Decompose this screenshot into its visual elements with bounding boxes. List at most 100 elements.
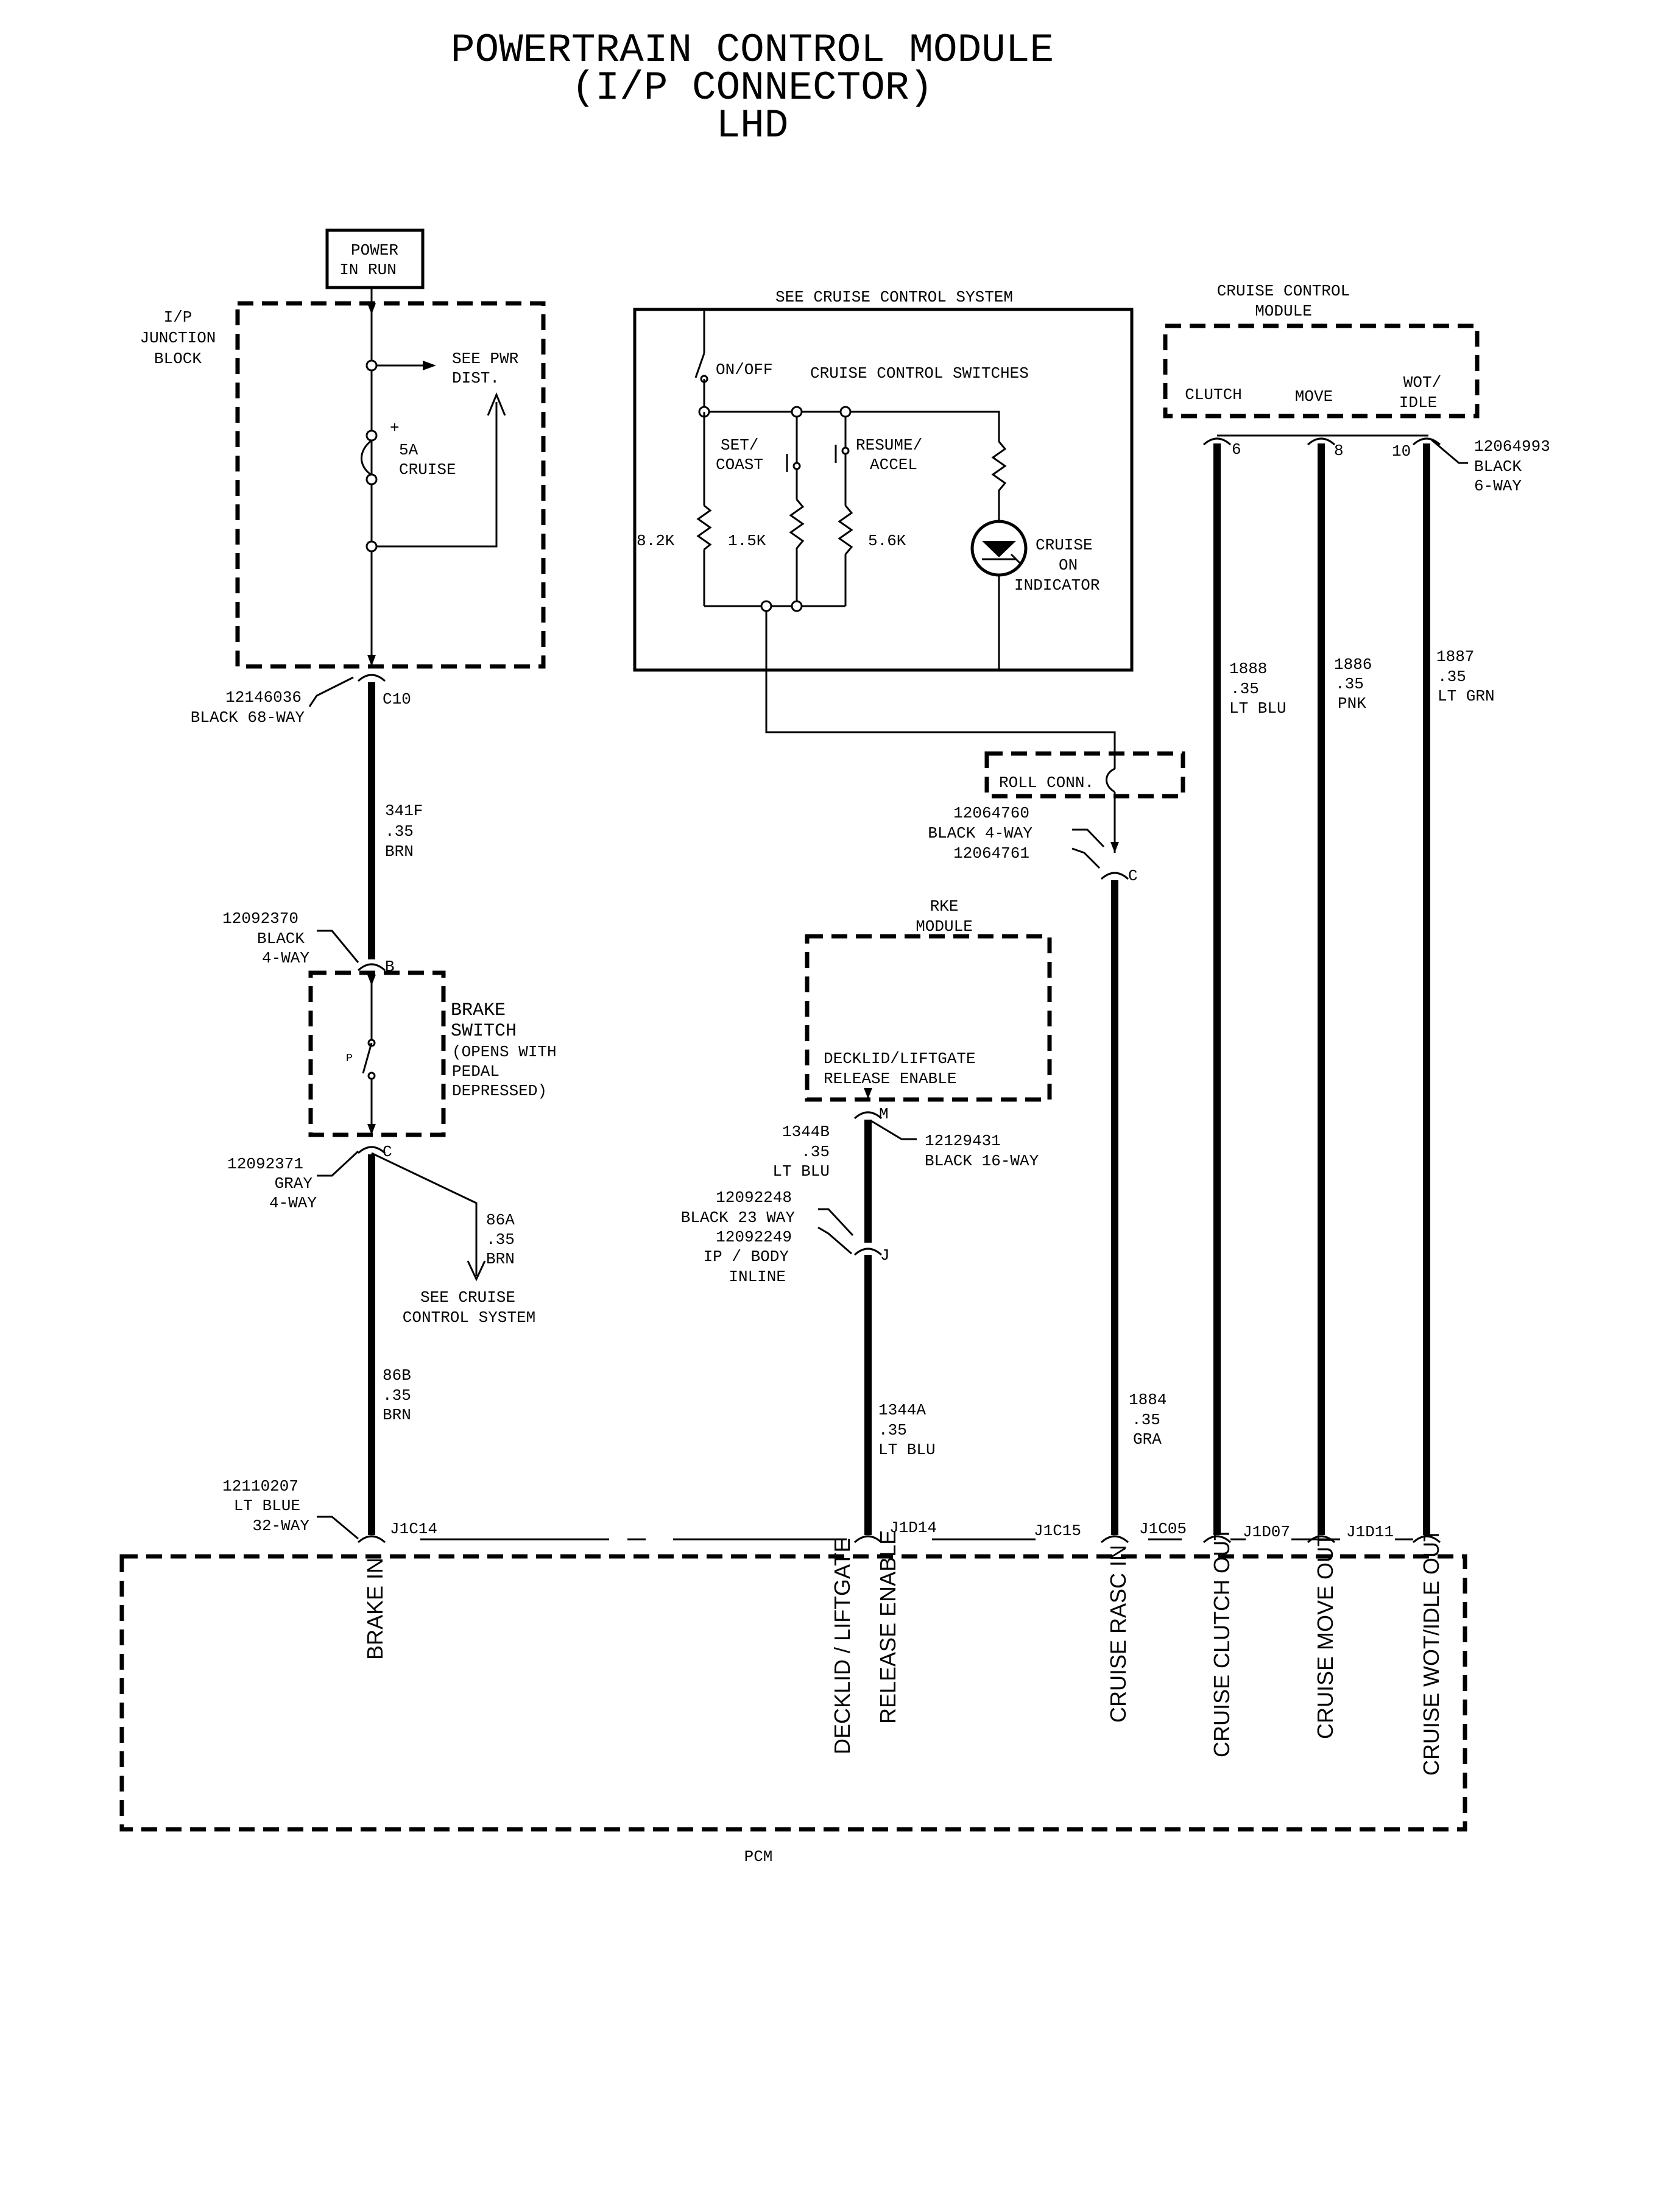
ccm-pin-6: 6 bbox=[1232, 440, 1241, 459]
inline-desc-1: BLACK 23 WAY bbox=[681, 1209, 796, 1227]
rke-title-1: RKE bbox=[930, 897, 959, 916]
wire-1344b-gauge: .35 bbox=[801, 1143, 830, 1161]
wire-341f-label: 341F .35 BRN bbox=[385, 802, 423, 861]
pcm-signal-move: CRUISE MOVE OUT bbox=[1313, 1533, 1338, 1739]
ccm-part: 12064993 bbox=[1474, 437, 1550, 456]
wire-1886-color: PNK bbox=[1338, 694, 1366, 713]
wire-1888-circuit: 1888 bbox=[1229, 660, 1267, 678]
cruise-control-switches: SEE CRUISE CONTROL SYSTEM ON/OFF CRUISE … bbox=[633, 288, 1134, 672]
brake-switch-label-3: (OPENS WITH bbox=[452, 1043, 557, 1061]
cruise-switches-header: SEE CRUISE CONTROL SYSTEM bbox=[775, 288, 1013, 306]
brake-switch-label-2: SWITCH bbox=[451, 1021, 517, 1042]
ccm-title-1: CRUISE CONTROL bbox=[1217, 282, 1350, 300]
inline-desc-2: IP / BODY bbox=[704, 1248, 789, 1266]
c10-part-number: 12146036 bbox=[225, 688, 302, 707]
rke-desc: BLACK 16-WAY bbox=[925, 1152, 1039, 1170]
arrow-up-icon bbox=[487, 392, 506, 416]
fuse-rating: 5A bbox=[399, 441, 418, 459]
inline-desc-3: INLINE bbox=[729, 1268, 786, 1286]
wire-1886-gauge: .35 bbox=[1335, 675, 1364, 693]
pcm-pin-j1d07: J1D07 bbox=[1243, 1523, 1290, 1541]
ccm-wot-1: WOT/ bbox=[1403, 373, 1441, 392]
junction-label-3: BLOCK bbox=[154, 350, 202, 368]
wire-341f-color: BRN bbox=[385, 842, 414, 861]
power-in-run-box: POWER IN RUN bbox=[325, 228, 425, 289]
switch-output-wire bbox=[765, 611, 1116, 769]
wire-1887-color: LT GRN bbox=[1438, 687, 1495, 705]
resume-label-1: RESUME/ bbox=[856, 436, 922, 454]
brake-switch-label-4: PEDAL bbox=[452, 1062, 499, 1081]
resistor-8-2k-label: 8.2K bbox=[637, 532, 675, 550]
wire-1887-gauge: .35 bbox=[1438, 668, 1466, 686]
wire-1344a-label: 1344A .35 LT BLU bbox=[878, 1401, 936, 1459]
set-label-2: COAST bbox=[716, 456, 763, 474]
wire-1344b-circuit: 1344B bbox=[782, 1123, 830, 1141]
pcm-signal-clutch: CRUISE CLUTCH OUT bbox=[1209, 1527, 1234, 1757]
wire-1888-gauge: .35 bbox=[1230, 680, 1259, 698]
title-line-3: LHD bbox=[716, 103, 789, 149]
connector-brake-b: 12092370 BLACK 4-WAY B bbox=[222, 909, 394, 976]
wire-86a-see-2: CONTROL SYSTEM bbox=[403, 1308, 535, 1327]
ccm-pin-8: 8 bbox=[1334, 442, 1344, 460]
roll-part-2: 12064761 bbox=[953, 844, 1029, 863]
brake-b-part: 12092370 bbox=[222, 909, 298, 928]
inline-part-2: 12092249 bbox=[716, 1228, 792, 1246]
brake-switch: P BRAKE SWITCH (OPENS WITH PEDAL DEPRESS… bbox=[308, 970, 557, 1137]
power-label-1: POWER bbox=[351, 241, 398, 259]
brake-b-ways: 4-WAY bbox=[262, 949, 309, 967]
resistor-5-6k-icon bbox=[838, 505, 853, 555]
junction-label-2: JUNCTION bbox=[140, 329, 216, 347]
c10-pin: C10 bbox=[383, 690, 411, 708]
ccm-color: BLACK bbox=[1474, 457, 1522, 476]
resistor-5-6k-label: 5.6K bbox=[868, 532, 906, 550]
resistor-8-2k-icon bbox=[696, 504, 712, 551]
pcm-signal-brake-in: BRAKE IN bbox=[362, 1558, 387, 1660]
pcm-label: PCM bbox=[744, 1848, 773, 1866]
wire-1884-label: 1884 .35 GRA bbox=[1129, 1391, 1166, 1449]
roll-conn-label: ROLL CONN. bbox=[999, 774, 1094, 792]
pcm-conn-part: 12110207 bbox=[222, 1477, 298, 1495]
wire-1344a-color: LT BLU bbox=[878, 1441, 936, 1459]
pcm-signal-rasc: CRUISE RASC IN bbox=[1106, 1545, 1131, 1723]
fuse-plus: + bbox=[390, 419, 400, 437]
indicator-resistor-icon bbox=[991, 441, 1007, 521]
indicator-label-1: CRUISE bbox=[1036, 536, 1093, 554]
wire-1887-label: 1887 .35 LT GRN bbox=[1436, 648, 1495, 705]
wire-1886-circuit: 1886 bbox=[1334, 655, 1372, 674]
pcm-module: BRAKE IN DECKLID / LIFTGATE RELEASE ENAB… bbox=[119, 1527, 1467, 1866]
brake-c-ways: 4-WAY bbox=[269, 1194, 317, 1212]
diagram-title: POWERTRAIN CONTROL MODULE (I/P CONNECTOR… bbox=[451, 27, 1054, 149]
resistor-1-5k-icon bbox=[789, 499, 805, 549]
resistor-1-5k-label: 1.5K bbox=[728, 532, 766, 550]
connector-brake-c: 12092371 GRAY 4-WAY C bbox=[227, 1143, 392, 1212]
pcm-conn-color: LT BLUE bbox=[234, 1497, 300, 1515]
ccm-pin-10: 10 bbox=[1392, 442, 1411, 461]
power-label-2: IN RUN bbox=[339, 261, 397, 279]
pcm-pin-j1d14: J1D14 bbox=[889, 1519, 937, 1537]
rke-part: 12129431 bbox=[925, 1132, 1001, 1150]
wire-1344a-gauge: .35 bbox=[878, 1421, 907, 1439]
pcm-pin-j1c15: J1C15 bbox=[1034, 1522, 1081, 1540]
rke-signal-1: DECKLID/LIFTGATE bbox=[824, 1050, 976, 1068]
wire-1344a-circuit: 1344A bbox=[878, 1401, 926, 1419]
switches-label: CRUISE CONTROL SWITCHES bbox=[810, 364, 1029, 383]
roll-pin: C bbox=[1128, 867, 1138, 885]
inline-pin: J bbox=[880, 1246, 890, 1265]
indicator-label-2: ON bbox=[1059, 556, 1078, 574]
fuse-icon bbox=[361, 439, 372, 476]
brake-switch-label-5: DEPRESSED) bbox=[452, 1082, 547, 1100]
pcm-signal-deck-2: RELEASE ENABLE bbox=[875, 1530, 900, 1724]
ccm-wot-2: IDLE bbox=[1399, 394, 1437, 412]
brake-b-color: BLACK bbox=[257, 930, 305, 948]
brake-c-color: GRAY bbox=[275, 1174, 313, 1193]
wire-341f-circuit: 341F bbox=[385, 802, 423, 820]
pcm-pin-j1c14: J1C14 bbox=[390, 1520, 437, 1538]
junction-label-1: I/P bbox=[164, 308, 192, 327]
connector-pcm: 12110207 LT BLUE 32-WAY bbox=[222, 1477, 359, 1540]
brake-c-part: 12092371 bbox=[227, 1155, 303, 1173]
pcm-connector-row: J1C14 J1D14 J1C15 J1C05 J1D07 J1D11 bbox=[357, 1519, 1441, 1544]
roll-part-1: 12064760 bbox=[953, 804, 1029, 822]
wire-86b-color: BRN bbox=[383, 1406, 411, 1424]
roll-desc: BLACK 4-WAY bbox=[928, 824, 1032, 842]
wire-86a-see-1: SEE CRUISE bbox=[420, 1288, 515, 1307]
